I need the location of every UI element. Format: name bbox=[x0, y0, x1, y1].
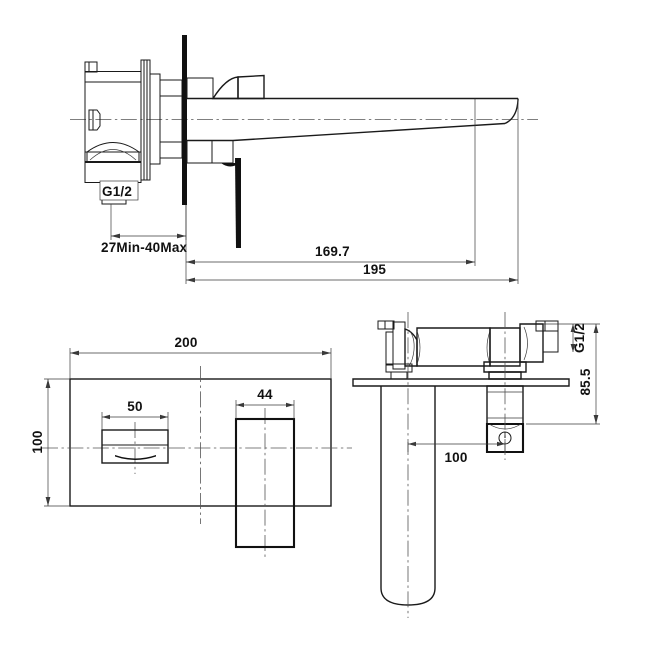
spout-lower-collar bbox=[186, 140, 234, 164]
dim-body-height: 85.5 bbox=[526, 323, 600, 425]
handle-root-block bbox=[186, 77, 214, 99]
barrel-right-cap bbox=[519, 323, 544, 363]
cartridge-neck bbox=[488, 371, 522, 380]
valve-dome-cover bbox=[86, 142, 140, 163]
lever-escutcheon-shadow bbox=[115, 455, 156, 460]
dim-plate-width: 200 bbox=[69, 335, 332, 379]
view-side-elevation: G1/2 27Min-40Max 169.7 bbox=[70, 35, 538, 284]
valve-neck-inner bbox=[159, 95, 183, 143]
valve-side-port bbox=[88, 109, 101, 131]
dim-g12-right-arrow-bottom bbox=[570, 344, 576, 352]
spout-assembly bbox=[186, 74, 519, 248]
barrel-end-nipple bbox=[535, 320, 559, 332]
dim-block-width: 44 bbox=[235, 387, 295, 419]
cartridge-nut bbox=[485, 422, 525, 454]
dim-44-arrow-left bbox=[236, 402, 244, 408]
dim-plate-height-label: 100 bbox=[30, 430, 45, 453]
barrel-elbow-inner bbox=[408, 329, 415, 367]
dim-wall-depth-arrow-right bbox=[177, 233, 186, 239]
cartridge-flange-top bbox=[483, 361, 527, 373]
dim-855-arrow-bottom bbox=[593, 415, 599, 424]
dim-855-arrow-top bbox=[593, 324, 599, 333]
view-front-elevation: 200 100 50 bbox=[30, 335, 352, 560]
valve-dome-inner-curve bbox=[89, 149, 137, 161]
dim-g12-top: G1/2 bbox=[99, 180, 139, 201]
valve-lower-block bbox=[84, 161, 142, 183]
dim-projection-arrow-left bbox=[186, 277, 195, 283]
dim-reach: 169.7 bbox=[186, 120, 476, 266]
barrel-cap-shade bbox=[523, 326, 528, 361]
wall-plate-edge bbox=[182, 35, 187, 205]
handle-lever-top bbox=[237, 74, 265, 100]
dim-reach-label: 169.7 bbox=[315, 244, 350, 259]
valve-top-stub bbox=[84, 61, 98, 73]
handle-stem-base bbox=[385, 363, 413, 373]
barrel-body bbox=[416, 327, 491, 367]
valve-flange-1-rib bbox=[143, 59, 148, 181]
dim-g12-right-label: G1/2 bbox=[572, 323, 587, 353]
dim-100v-arrow-bottom bbox=[45, 497, 51, 506]
dim-wall-depth-arrow-left bbox=[111, 233, 120, 239]
handle-lever-arm bbox=[377, 320, 395, 330]
dim-projection-arrow-right bbox=[509, 277, 518, 283]
dim-200-arrow-left bbox=[70, 350, 79, 356]
handle-stem-foot bbox=[390, 371, 408, 380]
barrel-assembly bbox=[404, 320, 559, 367]
dim-lever-width-label: 50 bbox=[127, 399, 142, 414]
deck-plate-section bbox=[352, 378, 570, 387]
spout-bottom-taper bbox=[187, 122, 506, 142]
handle-stem-assembly bbox=[377, 320, 413, 380]
dim-200-arrow-right bbox=[322, 350, 331, 356]
handle-stem-column bbox=[392, 321, 406, 370]
dim-plate-height: 100 bbox=[30, 378, 70, 507]
dim-100v-arrow-top bbox=[45, 379, 51, 388]
dim-100h-arrow-right bbox=[497, 441, 505, 447]
barrel-collar bbox=[489, 327, 521, 367]
dim-g12-box bbox=[99, 180, 139, 201]
view-top-plan: G1/2 85.5 100 bbox=[352, 312, 600, 618]
dim-block-width-label: 44 bbox=[257, 387, 273, 402]
lever-handle-vertical bbox=[235, 158, 241, 248]
dim-100h-arrow-left bbox=[408, 441, 416, 447]
dim-projection: 195 bbox=[185, 100, 519, 284]
valve-flange-2 bbox=[149, 73, 161, 165]
dim-plate-width-label: 200 bbox=[174, 335, 197, 350]
dim-reach-arrow-left bbox=[186, 259, 195, 265]
dim-handle-offset: 100 bbox=[407, 441, 506, 465]
dim-50-arrow-left bbox=[102, 414, 110, 420]
dim-g12-right-arrow-top bbox=[570, 324, 576, 332]
dim-body-height-label: 85.5 bbox=[578, 368, 593, 395]
dim-g12-right: G1/2 bbox=[570, 323, 587, 353]
dim-handle-offset-label: 100 bbox=[444, 450, 467, 465]
dim-wall-depth-label: 27Min-40Max bbox=[101, 240, 188, 255]
dim-reach-arrow-right bbox=[466, 259, 475, 265]
dim-50-arrow-right bbox=[160, 414, 168, 420]
dim-projection-label: 195 bbox=[363, 262, 386, 277]
cartridge-stack bbox=[483, 361, 527, 454]
dim-lever-width: 50 bbox=[101, 399, 169, 430]
barrel-left-elbow bbox=[404, 328, 418, 367]
spout-block-front bbox=[234, 417, 296, 549]
valve-flange-1 bbox=[140, 59, 151, 181]
barrel-end-thread bbox=[542, 330, 559, 353]
barrel-left-shade bbox=[416, 330, 421, 365]
lever-escutcheon-front bbox=[101, 429, 169, 464]
dim-wall-depth: 27Min-40Max bbox=[101, 204, 188, 255]
valve-neck bbox=[159, 79, 183, 159]
handle-stem-side bbox=[385, 331, 394, 366]
dim-44-arrow-right bbox=[286, 402, 294, 408]
dim-g12-top-label: G1/2 bbox=[102, 184, 132, 199]
handle-curve-left bbox=[211, 76, 239, 100]
